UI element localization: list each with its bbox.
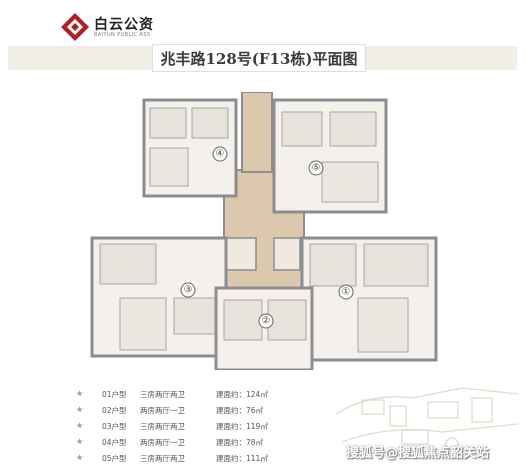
unit-marker-4: ④	[212, 146, 228, 162]
unit-marker-2: ②	[258, 313, 274, 329]
unit-area: 建面约：119㎡	[216, 422, 268, 431]
legend-row: ★ 03户型 三房两厅两卫 建面约：119㎡	[76, 418, 326, 434]
star-icon: ★	[76, 389, 84, 398]
site-key-plan	[335, 387, 519, 451]
star-icon: ★	[76, 405, 84, 414]
unit-area: 建面约：78㎡	[216, 438, 264, 447]
unit-area: 建面约：111㎡	[216, 454, 268, 463]
legend-row: ★ 05户型 三房两厅两卫 建面约：111㎡	[76, 450, 326, 466]
watermark: 搜狐号@搜狐焦点韶关站	[346, 446, 490, 461]
unit-legend: ★ 01户型 三房两厅两卫 建面约：124㎡ ★ 02户型 两房两厅一卫 建面约…	[76, 386, 326, 466]
unit-markers: ④ ⑤ ③ ② ①	[180, 146, 354, 329]
legend-row: ★ 02户型 两房两厅一卫 建面约：76㎡	[76, 402, 326, 418]
unit-marker-label: ⑤	[312, 163, 321, 174]
unit-code: 01户型	[102, 390, 127, 399]
legend-row: ★ 04户型 两房两厅一卫 建面约：78㎡	[76, 434, 326, 450]
brand-name: 白云公资	[94, 17, 154, 33]
star-icon: ★	[76, 437, 84, 446]
unit-area: 建面约：124㎡	[216, 390, 268, 399]
unit-code: 04户型	[102, 438, 127, 447]
unit-code: 05户型	[102, 454, 127, 463]
brand-subtitle: BAIYUN PUBLIC ASS	[94, 32, 151, 38]
title-banner: 兆丰路128号(F13栋)平面图	[0, 44, 525, 72]
unit-layout: 两房两厅一卫	[140, 406, 185, 415]
unit-code: 02户型	[102, 406, 127, 415]
unit-layout: 两房两厅一卫	[140, 438, 185, 447]
unit-layout: 三房两厅两卫	[140, 454, 185, 463]
unit-marker-3: ③	[180, 282, 196, 298]
brand-logo: 白云公资 BAIYUN PUBLIC ASS	[60, 12, 190, 42]
legend-row: ★ 01户型 三房两厅两卫 建面约：124㎡	[76, 386, 326, 402]
unit-layout: 三房两厅两卫	[140, 422, 185, 431]
unit-marker-label: ③	[184, 285, 193, 296]
floor-plan: ④ ⑤ ③ ② ①	[90, 92, 438, 370]
brand-logo-icon	[61, 13, 89, 41]
unit-marker-label: ④	[216, 149, 225, 160]
star-icon: ★	[76, 453, 84, 462]
unit-marker-5: ⑤	[308, 160, 324, 176]
unit-code: 03户型	[102, 422, 127, 431]
unit-marker-label: ①	[342, 287, 351, 298]
plan-base	[90, 92, 438, 370]
unit-marker-label: ②	[262, 316, 271, 327]
unit-area: 建面约：76㎡	[216, 406, 264, 415]
unit-marker-1: ①	[338, 284, 354, 300]
unit-layout: 三房两厅两卫	[140, 390, 185, 399]
star-icon: ★	[76, 421, 84, 430]
page-title: 兆丰路128号(F13栋)平面图	[160, 50, 358, 68]
